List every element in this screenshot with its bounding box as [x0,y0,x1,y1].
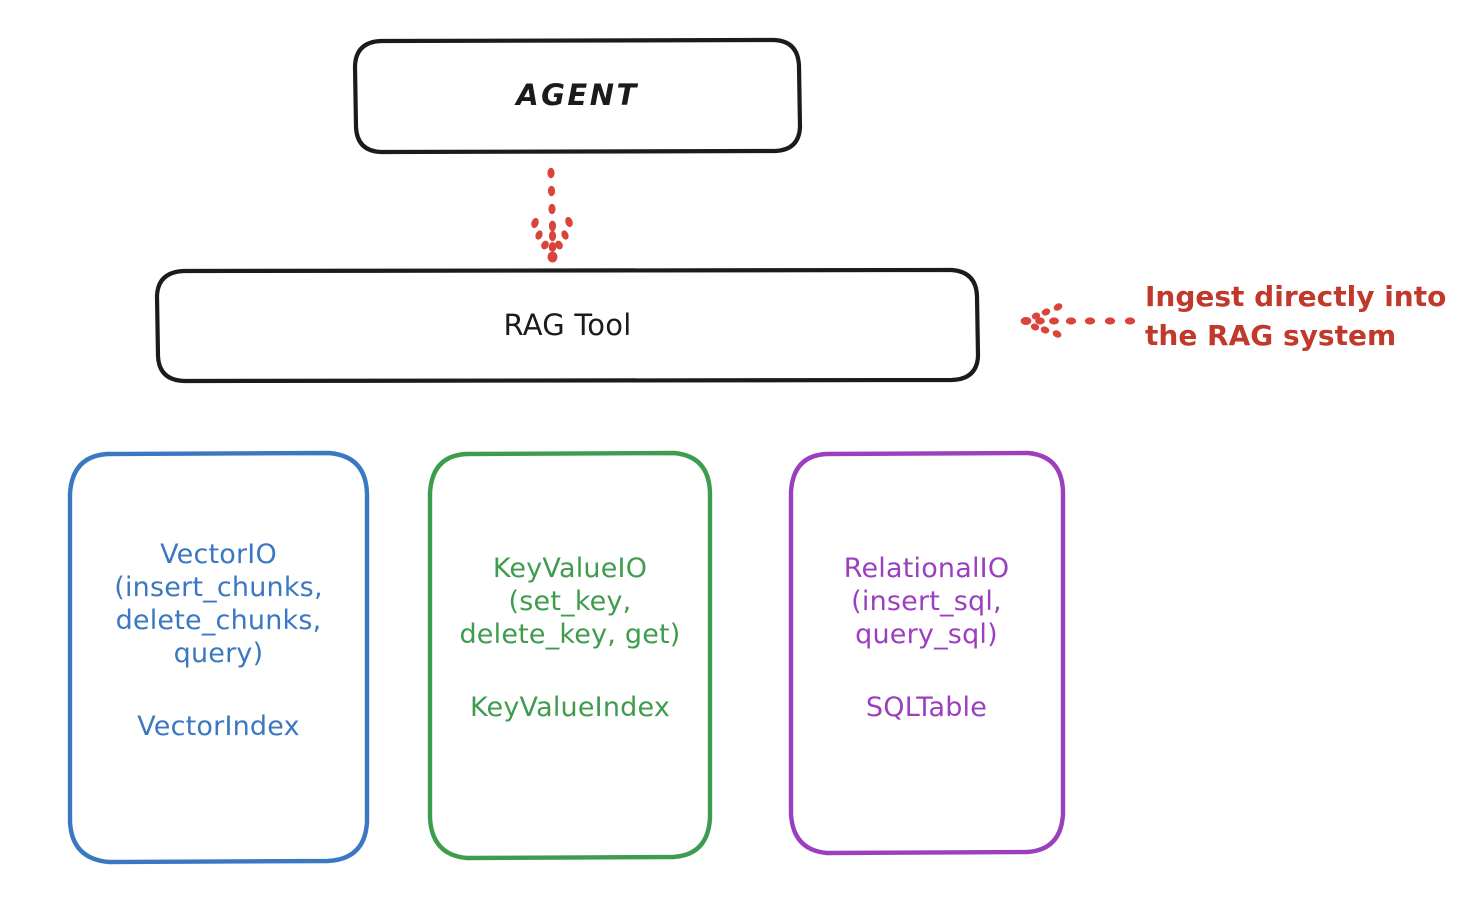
vectorio-index-label: VectorIndex [137,710,300,742]
connector-annotation-to-ragtool [1020,303,1136,338]
keyvalueio-node: KeyValueIO (set_key, delete_key, get) Ke… [430,453,710,862]
rag-tool-node-label: RAG Tool [503,307,632,342]
rag-tool-node: RAG Tool [157,270,978,381]
relationalio-node: RelationalIO (insert_sql, query_sql) SQL… [790,453,1063,862]
agent-node: AGENT [355,40,800,152]
relationalio-index-label: SQLTable [865,691,988,723]
vectorio-api-label: VectorIO (insert_chunks, delete_chunks, … [114,539,323,669]
connector-agent-to-ragtool [531,167,573,263]
relationalio-api-label: RelationalIO (insert_sql, query_sql) [843,553,1010,650]
vectorio-node: VectorIO (insert_chunks, delete_chunks, … [70,453,367,862]
ingest-annotation: Ingest directly into the RAG system [1145,280,1447,352]
keyvalueio-index-label: KeyValueIndex [469,691,671,723]
keyvalueio-api-label: KeyValueIO (set_key, delete_key, get) [459,553,681,650]
agent-node-label: AGENT [516,78,639,113]
